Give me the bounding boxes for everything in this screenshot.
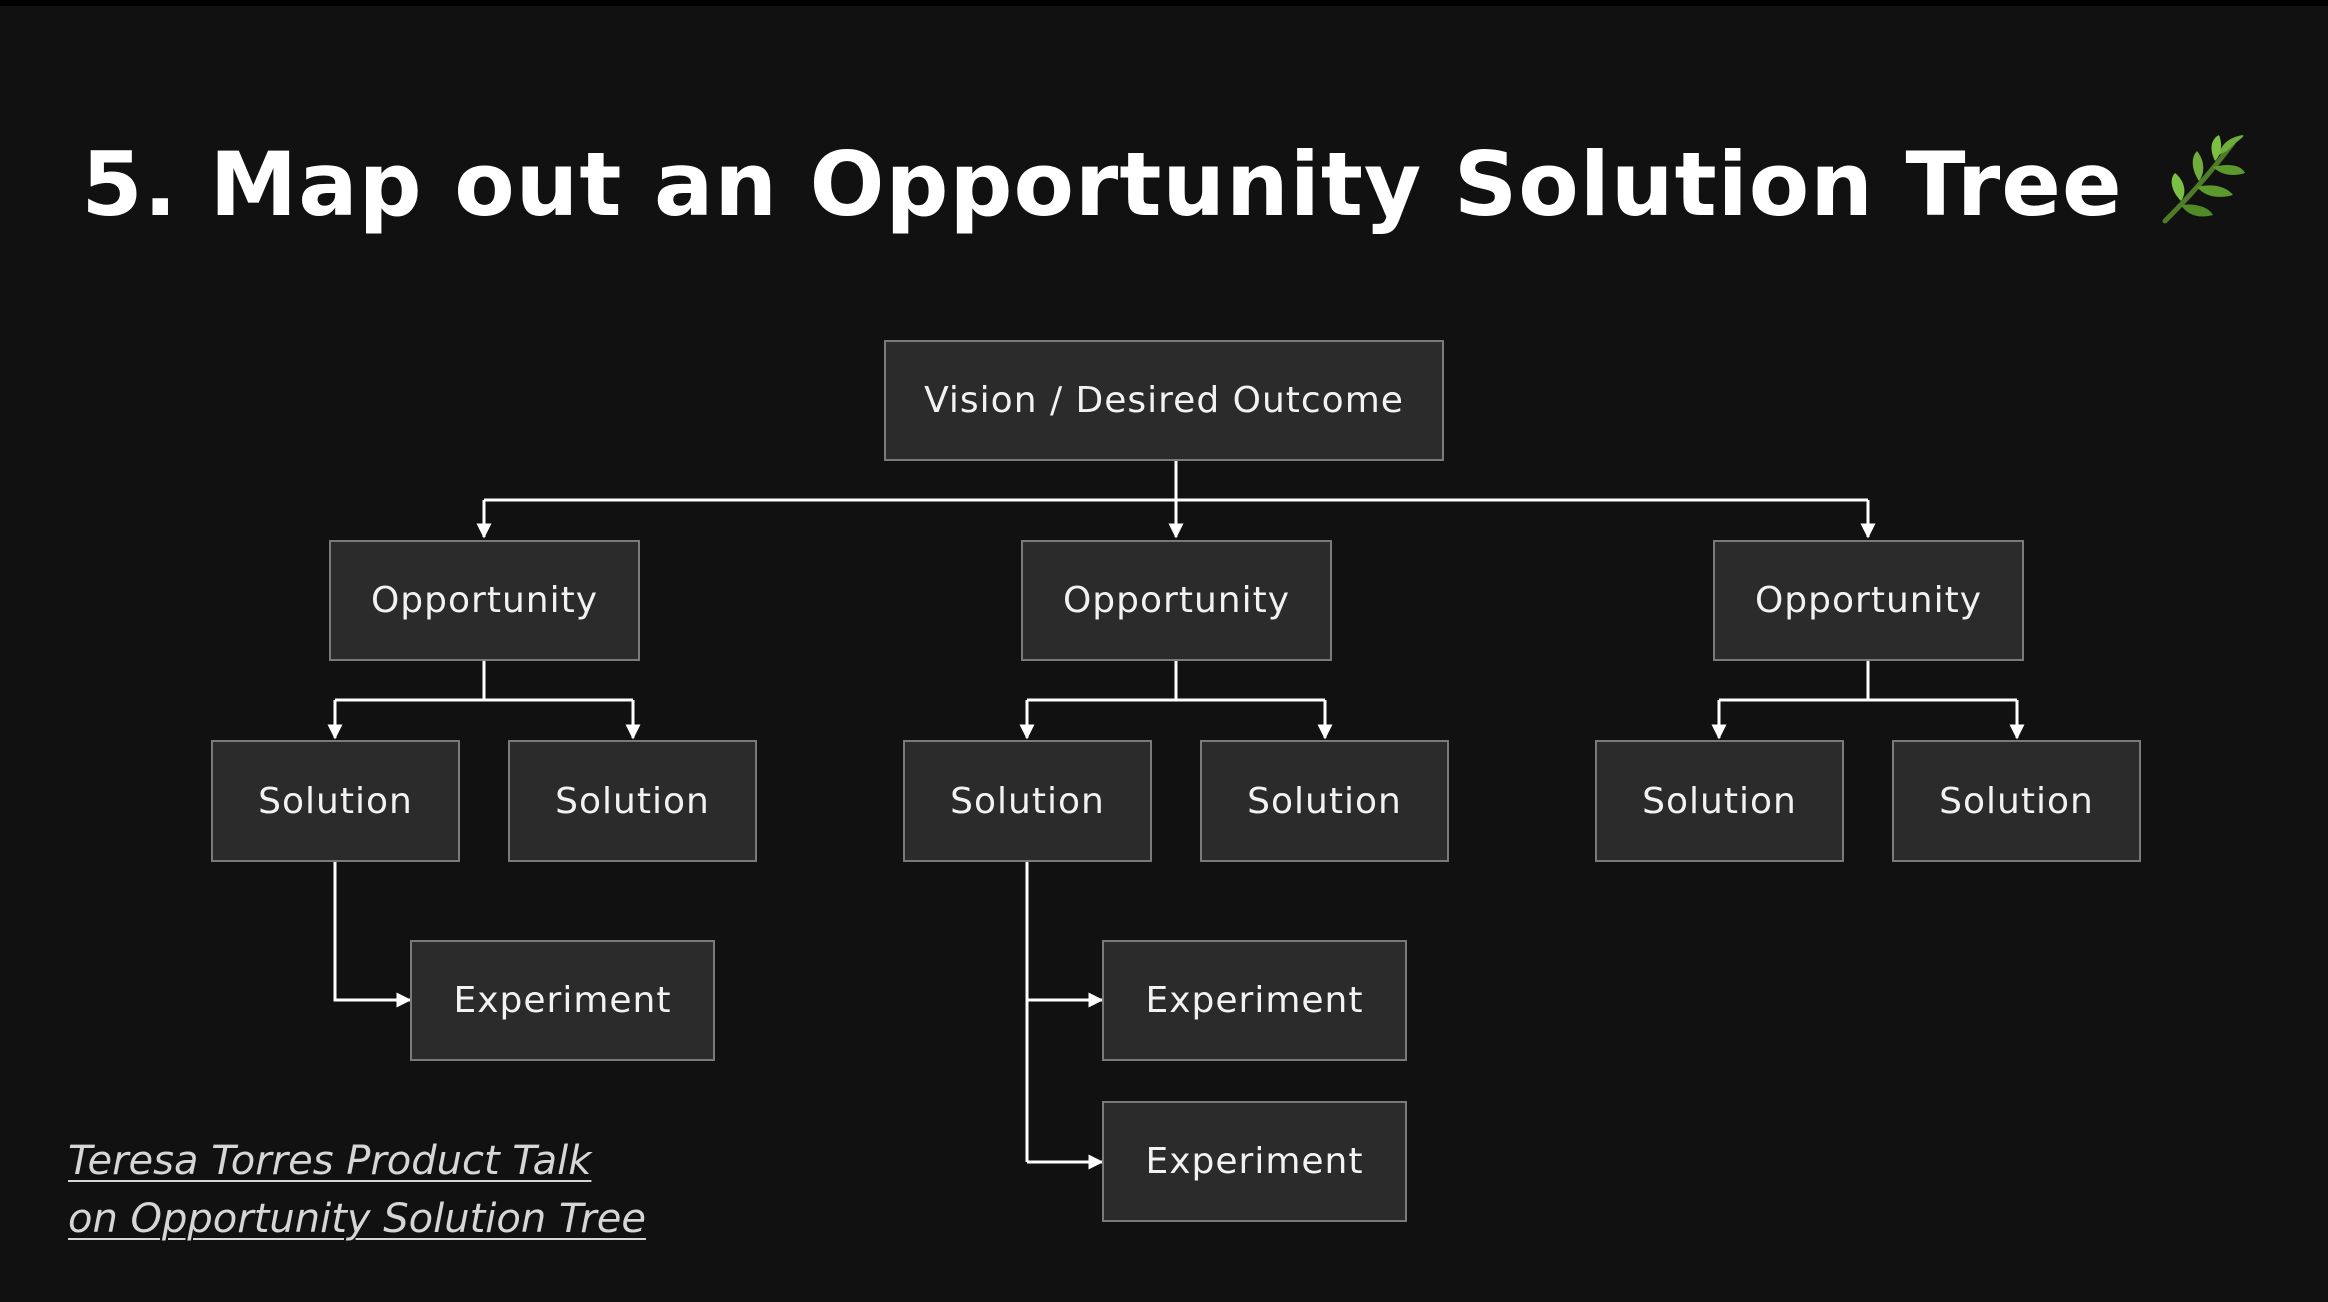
experiment-node: Experiment: [1102, 1101, 1407, 1222]
credit-line-1[interactable]: Teresa Torres Product Talk: [68, 1138, 592, 1184]
solution-node: Solution: [903, 740, 1152, 862]
herb-leaf-icon: [2147, 133, 2247, 233]
solution-node: Solution: [508, 740, 757, 862]
solution-node: Solution: [1200, 740, 1449, 862]
experiment-node: Experiment: [410, 940, 715, 1061]
experiment-node: Experiment: [1102, 940, 1407, 1061]
root-node-vision-outcome: Vision / Desired Outcome: [884, 340, 1444, 461]
solution-node: Solution: [1892, 740, 2141, 862]
source-credit-link[interactable]: Teresa Torres Product Talk on Opportunit…: [68, 1132, 646, 1248]
slide-title-row: 5. Map out an Opportunity Solution Tree: [0, 125, 2328, 245]
slide-title: 5. Map out an Opportunity Solution Tree: [81, 133, 2123, 236]
opportunity-node: Opportunity: [1713, 540, 2024, 661]
solution-node: Solution: [1595, 740, 1844, 862]
solution-node: Solution: [211, 740, 460, 862]
opportunity-node: Opportunity: [329, 540, 640, 661]
opportunity-node: Opportunity: [1021, 540, 1332, 661]
credit-line-2[interactable]: on Opportunity Solution Tree: [68, 1196, 646, 1242]
